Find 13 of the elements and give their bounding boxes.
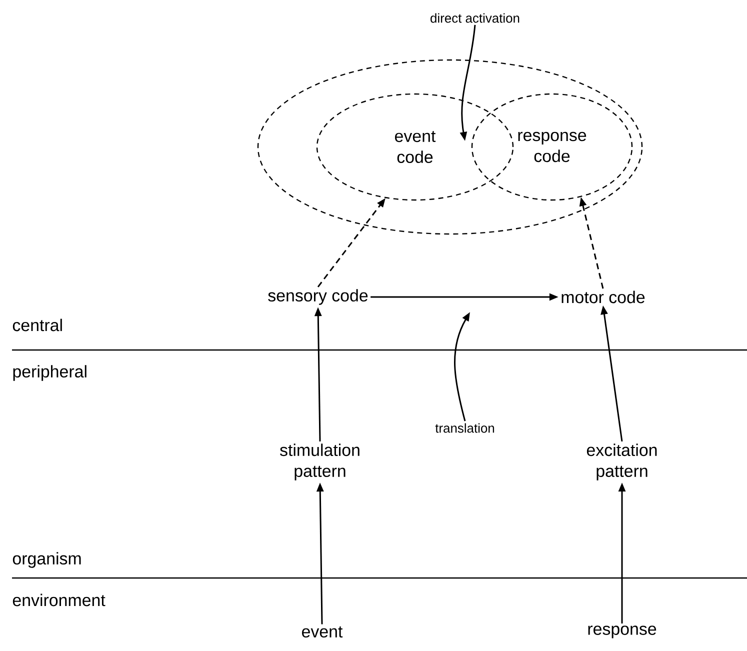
dashed-ellipse bbox=[257, 59, 643, 235]
region-label: central bbox=[12, 318, 62, 332]
region-label: peripheral bbox=[13, 365, 86, 381]
region-label: environment bbox=[12, 594, 106, 606]
node-label: event bbox=[302, 626, 343, 638]
annotation-label: translation bbox=[435, 423, 494, 433]
node-label: response bbox=[588, 626, 656, 638]
node-label: excitation pattern bbox=[586, 444, 657, 480]
region-label: organism bbox=[12, 552, 81, 568]
node-label: sensory code bbox=[268, 289, 368, 305]
annotation-label: direct activation bbox=[430, 13, 520, 23]
node-label: motor code bbox=[562, 290, 645, 304]
node-label: stimulation pattern bbox=[280, 444, 360, 480]
